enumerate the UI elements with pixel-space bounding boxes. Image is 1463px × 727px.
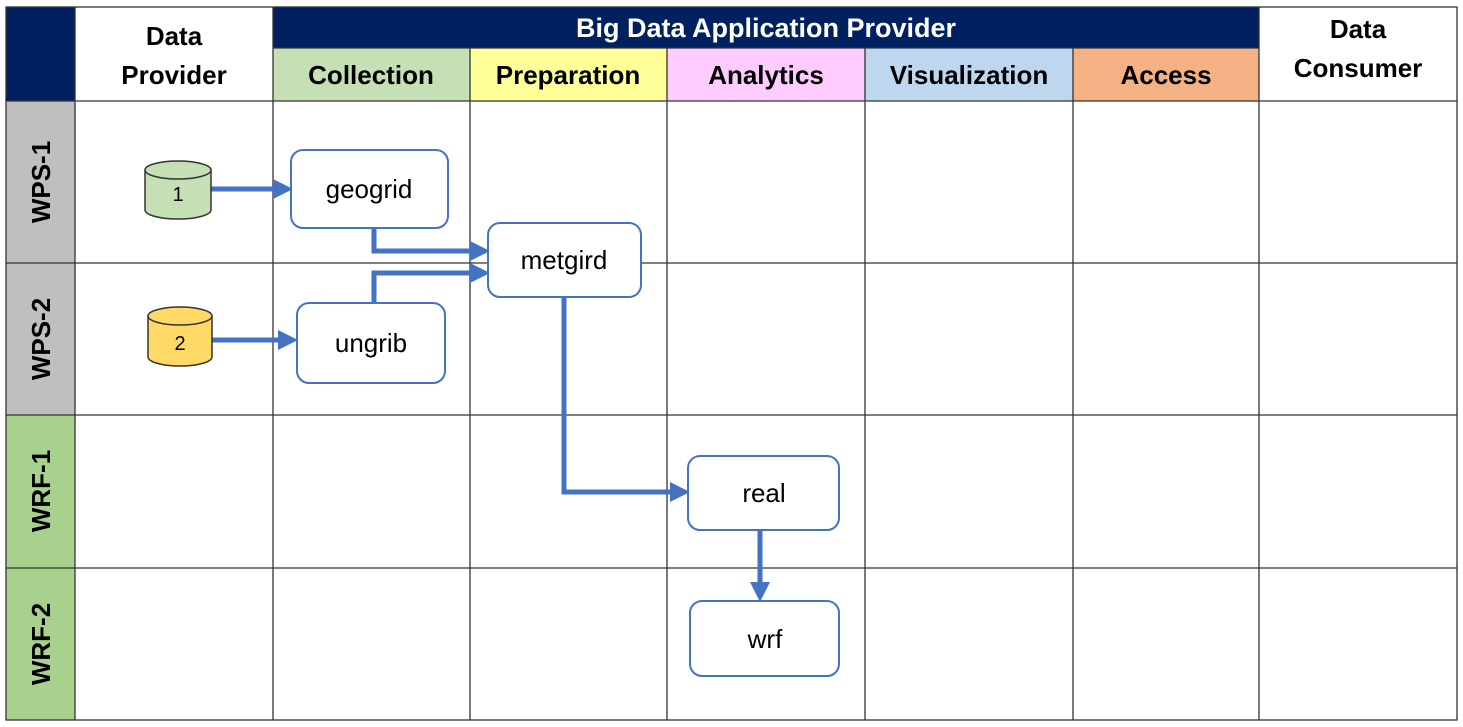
row-label-cell-wrf-1 [6, 415, 75, 568]
row-label-cell-wps-2 [6, 263, 75, 415]
row-label-cell-wps-1 [6, 101, 75, 263]
data-provider-header-line1: Data [146, 21, 203, 51]
row-label-cell-wrf-2 [6, 568, 75, 720]
node-metgird[interactable]: metgird [487, 222, 642, 298]
node-label-geogrid: geogrid [326, 174, 413, 204]
database-icon-2: 2 [147, 306, 213, 367]
stage-label-analytics: Analytics [708, 60, 824, 90]
node-real[interactable]: real [687, 455, 840, 531]
database-label-2: 2 [174, 333, 185, 355]
edge-metgird-to-real [561, 297, 690, 502]
row-label-wrf-2: WRF-2 [26, 603, 56, 685]
stage-label-collection: Collection [308, 60, 434, 90]
stage-cell-access [1073, 48, 1259, 101]
big-data-app-provider-header-cell [273, 7, 1259, 48]
edge-ungrib-to-metgird [371, 263, 490, 303]
node-label-metgird: metgird [521, 245, 608, 275]
node-label-ungrib: ungrib [335, 328, 407, 358]
node-wrf[interactable]: wrf [689, 600, 840, 677]
row-label-wps-1: WPS-1 [26, 141, 56, 223]
stage-label-access: Access [1120, 60, 1211, 90]
table-grid [5, 6, 1458, 721]
workflow-edges [211, 179, 770, 602]
stage-cell-collection [273, 48, 470, 101]
stage-label-visualization: Visualization [890, 60, 1048, 90]
stage-cell-analytics [667, 48, 865, 101]
data-provider-header-line2: Provider [121, 60, 227, 90]
data-consumer-header-line1: Data [1330, 14, 1387, 44]
row-label-wps-2: WPS-2 [26, 298, 56, 380]
node-ungrib[interactable]: ungrib [296, 302, 446, 384]
edge-geogrid-to-metgird [371, 228, 490, 261]
row-label-wrf-1: WRF-1 [26, 450, 56, 532]
node-label-wrf: wrf [747, 624, 783, 654]
node-label-real: real [742, 478, 785, 508]
node-geogrid[interactable]: geogrid [290, 149, 449, 229]
corner-cell [6, 7, 75, 101]
data-consumer-header-line2: Consumer [1294, 53, 1423, 83]
stage-cell-visualization [865, 48, 1073, 101]
stage-cell-preparation [470, 48, 667, 101]
data-consumer-header-cell [1259, 7, 1457, 101]
big-data-app-provider-header: Big Data Application Provider [576, 13, 957, 43]
database-icon-1: 1 [144, 160, 212, 220]
data-provider-header-cell [75, 7, 273, 101]
stage-label-preparation: Preparation [496, 60, 641, 90]
database-label-1: 1 [172, 184, 183, 206]
